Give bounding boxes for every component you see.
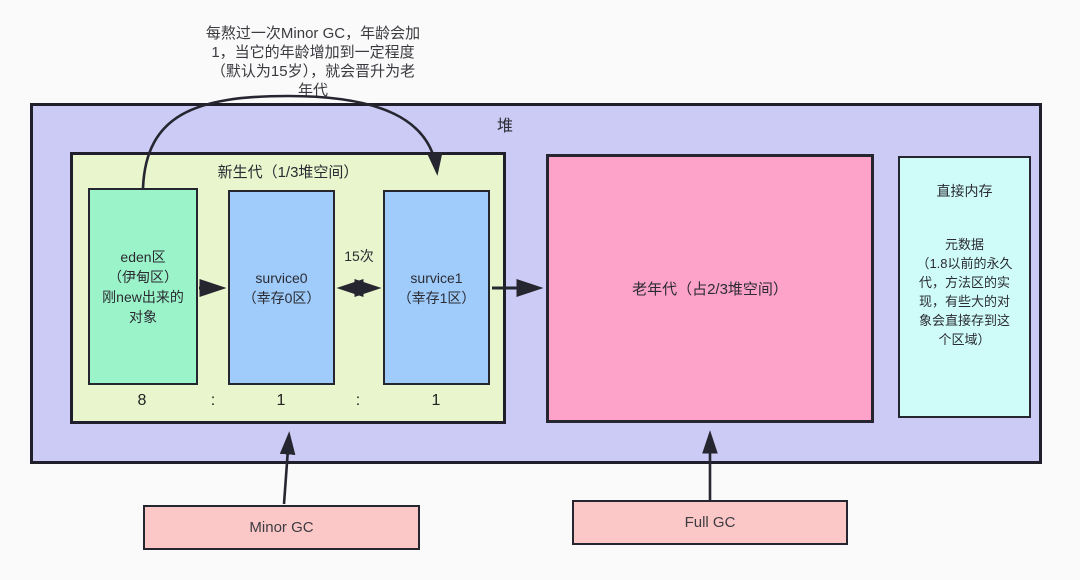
ratio-eden: 8	[137, 392, 147, 409]
old-gen-box: 老年代（占2/3堆空间）	[546, 154, 874, 423]
minor-gc-box: Minor GC	[143, 505, 420, 550]
survivor0-box: survice0 （幸存0区）	[228, 190, 335, 385]
young-gen-title: 新生代（1/3堆空间）	[217, 164, 359, 181]
ratio-colon-2: :	[355, 392, 361, 409]
promotion-annotation: 每熬过一次Minor GC，年龄会加 1，当它的年龄增加到一定程度 （默认为15…	[205, 25, 421, 99]
direct-memory-title: 直接内存	[936, 183, 993, 199]
ratio-colon-1: :	[210, 392, 216, 409]
full-gc-box: Full GC	[572, 500, 848, 545]
direct-memory-body: 元数据 （1.8以前的永久 代，方法区的实 现，有些大的对 象会直接存到这 个区…	[916, 237, 1013, 347]
direct-memory-box: 直接内存 元数据 （1.8以前的永久 代，方法区的实 现，有些大的对 象会直接存…	[898, 156, 1031, 418]
ratio-survivor0: 1	[276, 392, 286, 409]
survivor1-box: survice1 （幸存1区）	[383, 190, 490, 385]
promote-count-label: 15次	[344, 248, 374, 264]
ratio-survivor1: 1	[431, 392, 441, 409]
eden-box: eden区 （伊甸区） 刚new出来的 对象	[88, 188, 198, 385]
heap-label: 堆	[496, 118, 513, 135]
